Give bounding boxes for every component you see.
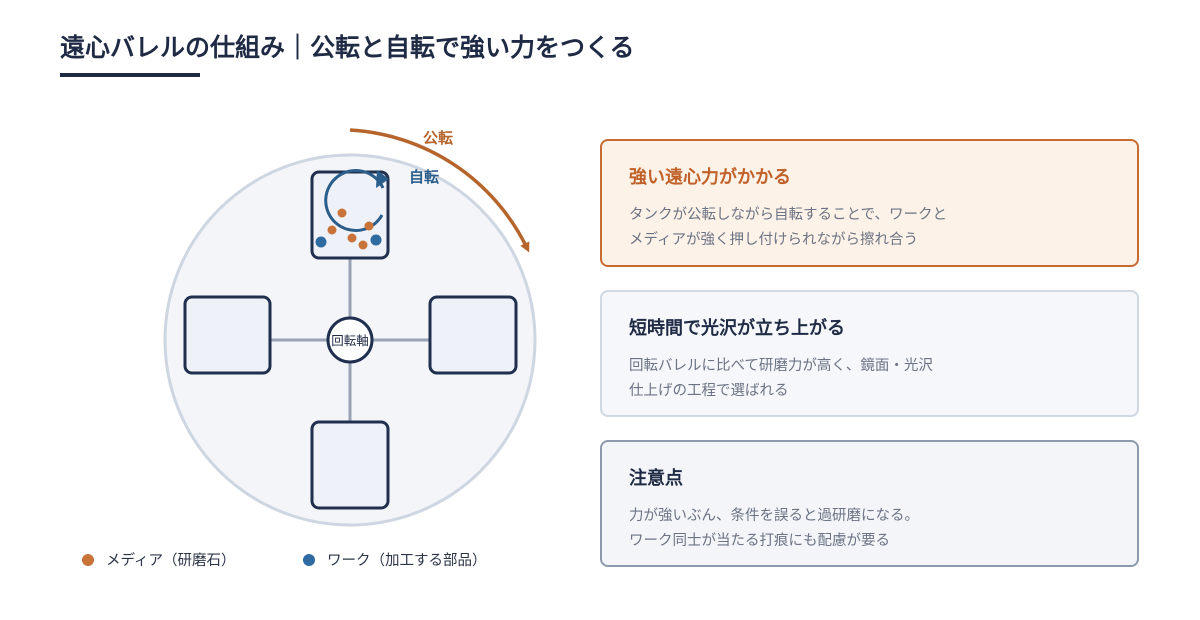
legend-label: ワーク（加工する部品）	[327, 553, 487, 569]
card-title: 短時間で光沢が立ち上がる	[629, 318, 845, 339]
card-strong-centrifugal-force: 強い遠心力がかかる タンクが公転しながら自転することで、ワークと メディアが強く…	[600, 139, 1139, 267]
card-text-line: 力が強いぶん、条件を誤ると過研磨になる。	[629, 508, 919, 524]
tank-left	[183, 295, 272, 375]
card-title: 強い遠心力がかかる	[629, 167, 791, 188]
work-dot	[315, 236, 327, 248]
card-title: 注意点	[629, 468, 683, 489]
revolution-label: 公転	[423, 129, 453, 147]
card-body: タンクが公転しながら自転することで、ワークと メディアが強く押し付けられながら擦…	[629, 203, 1137, 253]
card-fast-gloss: 短時間で光沢が立ち上がる 回転バレルに比べて研磨力が高く、鏡面・光沢 仕上げの工…	[600, 290, 1139, 417]
legend-item-work: ワーク（加工する部品）	[303, 549, 487, 570]
axis-label: 回転軸	[331, 333, 369, 348]
page-title: 遠心バレルの仕組み｜公転と自転で強い力をつくる	[60, 33, 635, 62]
card-text-line: 回転バレルに比べて研磨力が高く、鏡面・光沢	[629, 358, 933, 374]
media-dot	[358, 240, 368, 250]
card-text-line: ワーク同士が当たる打痕にも配慮が要る	[629, 533, 890, 549]
card-caution: 注意点 力が強いぶん、条件を誤ると過研磨になる。 ワーク同士が当たる打痕にも配慮…	[600, 440, 1139, 567]
card-body: 力が強いぶん、条件を誤ると過研磨になる。 ワーク同士が当たる打痕にも配慮が要る	[629, 504, 1137, 554]
title-underline	[60, 73, 200, 77]
legend-item-media: メディア（研磨石）	[82, 549, 235, 570]
tank-right	[428, 295, 518, 375]
rotation-label: 自転	[409, 168, 439, 186]
media-dot	[347, 233, 357, 243]
tank-bottom	[310, 420, 390, 510]
legend-label: メディア（研磨石）	[106, 553, 236, 569]
card-text-line: メディアが強く押し付けられながら擦れ合う	[629, 232, 918, 248]
centrifugal-barrel-diagram: 回転軸 公転 自転	[163, 128, 537, 527]
media-dot	[337, 208, 347, 218]
card-body: 回転バレルに比べて研磨力が高く、鏡面・光沢 仕上げの工程で選ばれる	[629, 354, 1137, 404]
media-dot	[364, 221, 374, 231]
rotation-arrow	[324, 169, 385, 232]
work-dot	[370, 234, 382, 246]
work-legend-dot	[303, 553, 315, 566]
rotation-axis	[326, 316, 374, 364]
rotation-arrowhead	[376, 170, 389, 188]
card-text-line: 仕上げの工程で選ばれる	[629, 383, 789, 399]
media-dot	[327, 225, 337, 235]
media-legend-dot	[82, 553, 94, 566]
revolution-arrow	[349, 128, 530, 253]
card-text-line: タンクが公転しながら自転することで、ワークと	[629, 207, 947, 223]
